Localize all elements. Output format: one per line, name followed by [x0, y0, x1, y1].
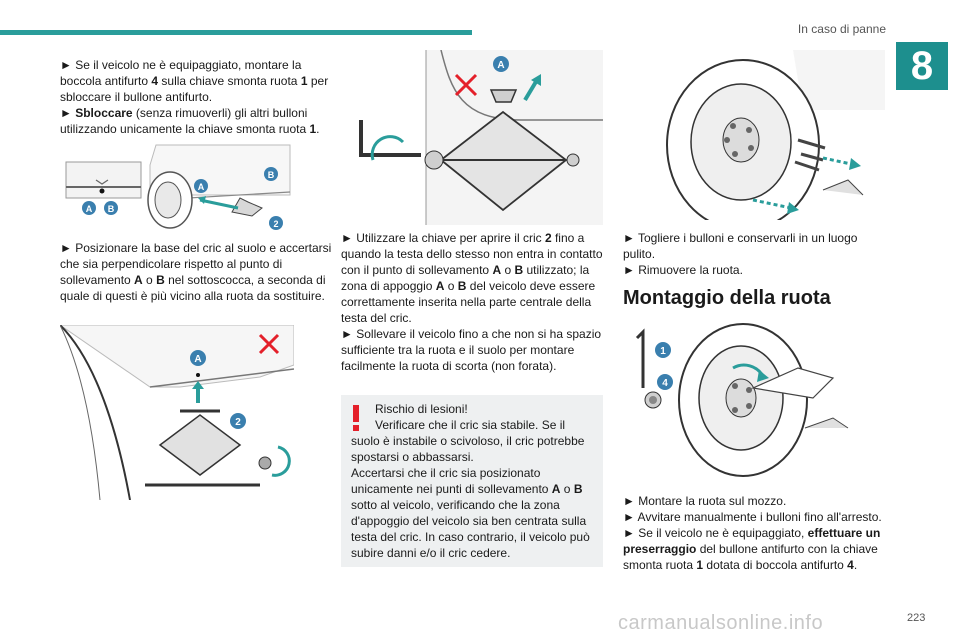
warning-text-lifting-points: Accertarsi che il cric sia posizionato u… — [351, 466, 590, 560]
column-1-text-top: ► Se il veicolo ne è equipaggiato, monta… — [60, 57, 332, 137]
remove-bolts-illustration — [623, 50, 885, 220]
figure-lifting-points: A B A B 2 — [60, 140, 294, 230]
paragraph-antitheft-pretighten: ► Se il veicolo ne è equipaggiato, effet… — [623, 526, 881, 572]
figure-jack-placement: A 2 — [60, 325, 294, 500]
jack-placement-illustration: A 2 — [60, 325, 294, 500]
column-3-text-bottom: ► Montare la ruota sul mozzo. ► Avvitare… — [623, 493, 891, 573]
watermark-text: carmanualsonline.info — [618, 612, 824, 634]
callout-label: 4 — [662, 378, 668, 389]
warning-box: Rischio di lesioni! Verificare che il cr… — [341, 395, 603, 567]
callout-label: B — [268, 170, 275, 180]
warning-exclamation-icon — [353, 405, 359, 431]
warning-title: Rischio di lesioni! — [375, 402, 468, 416]
paragraph-raise-vehicle: ► Sollevare il veicolo fino a che non si… — [341, 327, 602, 373]
callout-label: A — [194, 354, 201, 365]
callout-label: A — [497, 60, 504, 71]
figure-jack-head: A — [341, 50, 603, 225]
mount-wheel-illustration: 1 4 — [635, 323, 849, 477]
column-3-text-top: ► Togliere i bulloni e conservarli in un… — [623, 230, 891, 278]
callout-label: B — [108, 204, 115, 214]
paragraph-open-jack: ► Utilizzare la chiave per aprire il cri… — [341, 231, 603, 325]
section-title: In caso di panne — [797, 22, 886, 36]
header-accent-bar — [0, 30, 472, 35]
callout-label: 1 — [660, 346, 666, 357]
callout-label: A — [86, 204, 93, 214]
callout-label: 2 — [235, 417, 241, 428]
warning-text-stability: Verificare che il cric sia stabile. Se i… — [351, 418, 585, 464]
column-2-text: ► Utilizzare la chiave per aprire il cri… — [341, 230, 603, 374]
paragraph-mount-wheel: ► Montare la ruota sul mozzo. — [623, 494, 787, 508]
lifting-points-illustration: A B A B 2 — [65, 144, 291, 230]
paragraph-tighten-bolts: ► Avvitare manualmente i bulloni fino al… — [623, 510, 882, 524]
heading-wheel-mounting: Montaggio della ruota — [623, 287, 831, 309]
callout-label: A — [198, 182, 205, 192]
paragraph-unlock-bolts: ► Sbloccare (senza rimuoverli) gli altri… — [60, 106, 320, 136]
figure-remove-bolts — [623, 50, 885, 220]
paragraph-remove-wheel: ► Rimuovere la ruota. — [623, 263, 743, 277]
paragraph-jack-position: ► Posizionare la base del cric al suolo … — [60, 241, 332, 303]
paragraph-remove-bolts: ► Togliere i bulloni e conservarli in un… — [623, 231, 858, 261]
paragraph-antitheft-socket: ► Se il veicolo ne è equipaggiato, monta… — [60, 58, 329, 104]
jack-head-illustration: A — [359, 50, 603, 225]
chapter-number-badge: 8 — [896, 42, 948, 90]
page-number: 223 — [907, 612, 926, 624]
column-1-text-bottom: ► Posizionare la base del cric al suolo … — [60, 240, 332, 304]
figure-mount-wheel: 1 4 — [623, 318, 885, 478]
callout-label: 2 — [273, 219, 278, 229]
